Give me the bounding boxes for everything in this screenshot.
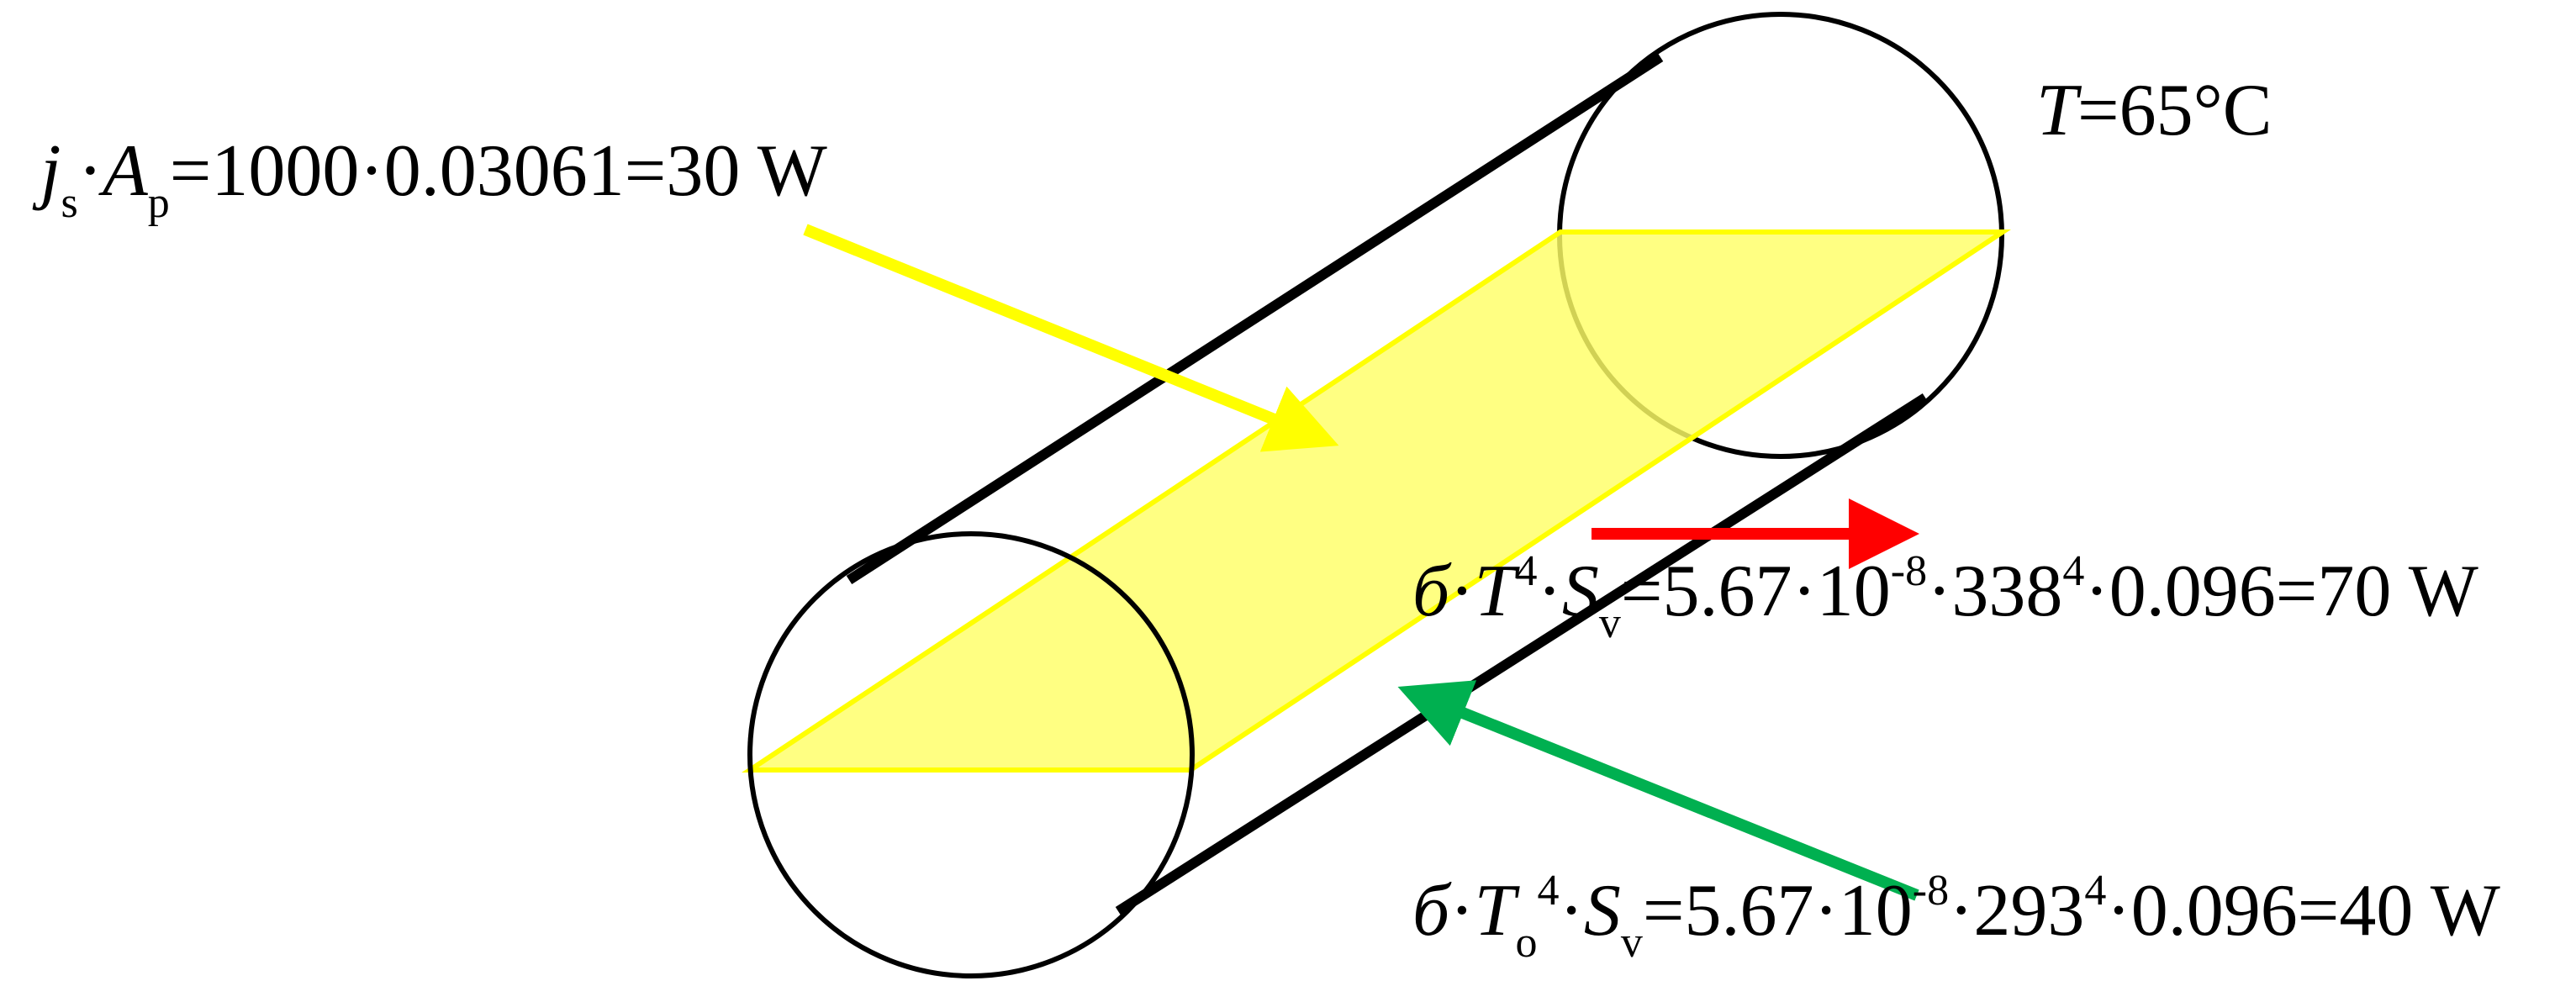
emission-s-sub: v [1598, 599, 1621, 647]
emission-sup2: 4 [2062, 547, 2085, 595]
temperature-var: T [2036, 70, 2077, 151]
absorption-text3: ·0.096=40 W [2106, 870, 2500, 952]
cylinder-top-edge [846, 52, 1664, 585]
emission-text1: =5.67·10 [1620, 551, 1891, 632]
emission-sigma: б [1412, 551, 1450, 632]
absorption-s-sub: v [1620, 919, 1643, 967]
absorption-sup2: 4 [2084, 867, 2107, 915]
temperature-value: =65°C [2077, 70, 2272, 151]
emission-s-var: S [1561, 551, 1599, 632]
absorption-label: б·To4·Sv=5.67·10-8·2934·0.096=40 W [1412, 869, 2500, 965]
cylinder-near-end [747, 531, 1195, 978]
absorption-exp: -8 [1912, 867, 1950, 915]
absorption-t-var: T [1474, 870, 1516, 952]
solar-a-sub: p [147, 179, 170, 227]
absorption-t-sub: o [1515, 919, 1538, 967]
solar-a-var: A [103, 130, 148, 212]
emission-dot2: · [1537, 551, 1562, 632]
temperature-label: T=65°C [2036, 74, 2272, 148]
emission-t-sup: 4 [1515, 547, 1538, 595]
emission-text3: ·0.096=70 W [2084, 551, 2478, 632]
emission-text2: ·338 [1927, 551, 2063, 632]
solar-dot: · [77, 130, 103, 212]
solar-input-label: js·Ap=1000·0.03061=30 W [40, 134, 827, 225]
absorption-t-sup: 4 [1537, 867, 1560, 915]
absorption-sigma: б [1412, 870, 1450, 952]
absorption-text2: ·293 [1949, 870, 2085, 952]
absorption-text1: =5.67·10 [1642, 870, 1913, 952]
emission-label: б·T4·Sv=5.67·10-8·3384·0.096=70 W [1412, 550, 2478, 646]
solar-j-sub: s [61, 179, 78, 227]
solar-j-var: j [40, 130, 61, 212]
emission-exp: -8 [1890, 547, 1928, 595]
absorption-dot2: · [1559, 870, 1584, 952]
solar-input-arrow [803, 224, 1339, 452]
absorber-plate [742, 229, 2011, 773]
emission-t-var: T [1474, 551, 1516, 632]
solar-value: =1000·0.03061=30 W [169, 130, 827, 212]
absorption-arrow [1397, 680, 1919, 901]
absorption-s-var: S [1583, 870, 1621, 952]
cylinder-bottom-edge [1115, 393, 1929, 916]
emission-dot1: · [1449, 551, 1475, 632]
absorption-dot1: · [1449, 870, 1475, 952]
